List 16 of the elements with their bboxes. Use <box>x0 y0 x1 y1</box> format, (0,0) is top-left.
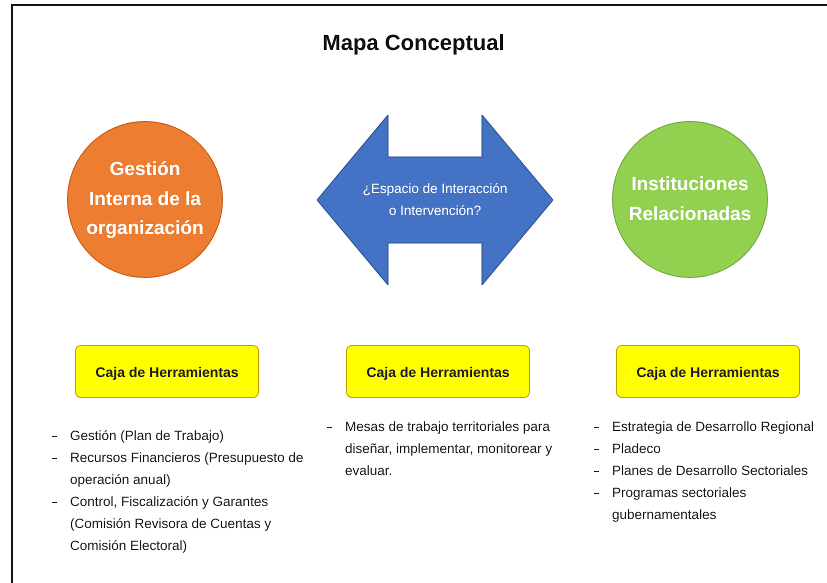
diagram-title: Mapa Conceptual <box>321 30 506 56</box>
double-arrow <box>317 115 553 285</box>
list-item: Control, Fiscalización y Garantes (Comisión Revisora de Cuentas y Comisión Electoral) <box>70 494 272 553</box>
toolbox-label: Caja de Herramientas <box>346 345 530 398</box>
list-item: Planes de Desarrollo Sectoriales <box>612 463 808 478</box>
list-item: Programas sectoriales gubernamentales <box>612 485 746 522</box>
list-item: Pladeco <box>612 441 661 456</box>
concept-title: Gestión Interna de la organización <box>85 158 205 242</box>
list-item: Gestión (Plan de Trabajo) <box>70 428 224 443</box>
list-item: Mesas de trabajo territoriales para diseñar, implementar, monitorear y evaluar. <box>345 419 552 478</box>
arrow-label: ¿Espacio de Interacción o Intervención? <box>362 180 508 220</box>
concept-title: Instituciones Relacionadas <box>628 173 752 226</box>
list-item: Recursos Financieros (Presupuesto de operación anual) <box>70 450 304 487</box>
toolbox-label: Caja de Herramientas <box>75 345 259 398</box>
list-item: Estrategia de Desarrollo Regional <box>612 419 814 434</box>
toolbox-label: Caja de Herramientas <box>616 345 800 398</box>
